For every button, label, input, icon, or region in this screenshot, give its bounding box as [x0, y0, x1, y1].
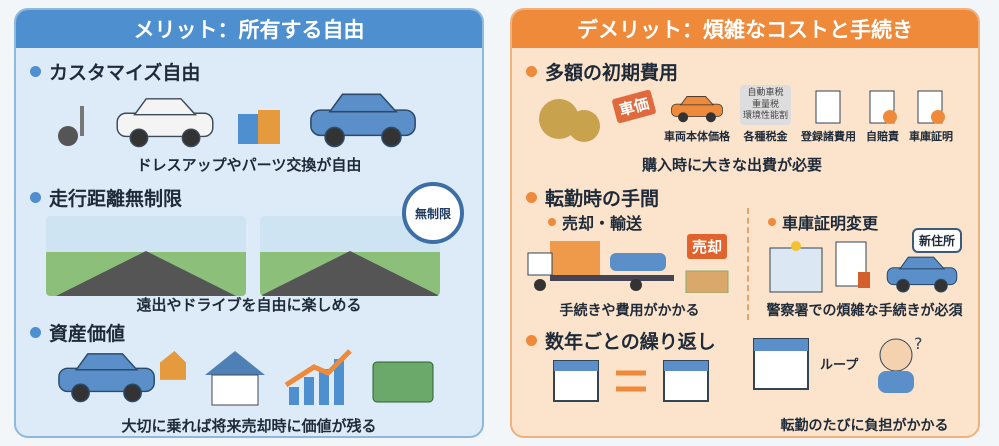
bullet-icon: [30, 327, 41, 338]
cost-item-label: 登録諸費用: [801, 130, 857, 143]
demerit-panel: デメリット：煩雑なコストと手続き 多額の初期費用 車価 車両本体価格 自動車税重…: [510, 8, 980, 438]
car-location-icon: [886, 256, 958, 293]
section-heading: 転勤時の手間: [545, 188, 660, 210]
section-heading: カスタマイズ自由: [49, 62, 201, 84]
section-heading: 走行距離無制限: [49, 188, 183, 210]
section-caption: 転勤のたびに負担がかかる: [780, 418, 949, 434]
worried-person-icon: ?: [878, 334, 923, 393]
asset-section: 資産価値 大切に乗れば将来売却時に価値が残る: [16, 315, 482, 436]
sale-sign: 売却: [686, 234, 727, 259]
bullet-icon: [526, 192, 537, 203]
dashed-divider: [747, 208, 749, 320]
cost-item-label: 車両本体価格: [664, 130, 731, 143]
calendar-icon: [553, 360, 599, 402]
section-caption: ドレスアップやパーツ交換が自由: [136, 156, 362, 174]
document-check-icon: [869, 90, 897, 124]
subheading: 売却・輸送: [562, 214, 643, 233]
repeat-section: 数年ごとの繰り返し ループ ? 転勤のたびに負担がかかる: [512, 323, 978, 436]
customize-section: カスタマイズ自由 ドレスアップやパーツ交換が自由: [16, 48, 482, 178]
police-station-icon: [769, 241, 823, 293]
tools-icon: [58, 106, 84, 146]
section-caption: 警察署での煩雑な手続きが必須: [766, 303, 963, 319]
bullet-icon: [30, 192, 41, 203]
mileage-section: 走行距離無制限 無制限 遠出やドライブを自由に楽しめる: [16, 178, 482, 314]
cost-item-label: 車庫証明: [909, 130, 954, 143]
section-heading: 数年ごとの繰り返し: [545, 331, 716, 353]
bullet-icon: [526, 335, 537, 346]
section-caption: 手続きや費用がかかる: [559, 303, 700, 319]
demerit-header: デメリット：煩雑なコストと手続き: [512, 10, 978, 48]
boxes-icon: [685, 270, 729, 293]
tax-box: 自動車税重量税環境性能割: [740, 85, 792, 125]
money-stack-icon: [372, 361, 434, 403]
house-icon: [205, 351, 265, 406]
transfer-section: 転勤時の手間 売却・輸送 車庫証明変更 売却 新住所 手続きや費用がかかる 警察…: [512, 178, 978, 323]
calendar-icon: [663, 360, 709, 402]
document-pen-icon: [815, 90, 841, 124]
section-caption: 購入時に大きな出費が必要: [642, 156, 823, 174]
road-illustration: [46, 216, 246, 296]
section-caption: 遠出やドライブを自由に楽しめる: [136, 296, 362, 314]
orange-car-icon: [671, 96, 723, 123]
bullet-icon: [526, 66, 537, 77]
initial-cost-section: 多額の初期費用 車価 車両本体価格 自動車税重量税環境性能割各種税金 登録諸費用…: [512, 48, 978, 178]
paint-cans-icon: [238, 110, 280, 144]
price-tag: 車価: [611, 89, 657, 124]
car-house-icon: [58, 351, 186, 403]
section-caption: 大切に乗れば将来売却時に価値が残る: [121, 417, 377, 435]
rising-chart-icon: [284, 349, 352, 405]
truck-car-icon: [527, 241, 674, 291]
subheading: 車庫証明変更: [782, 214, 879, 233]
blue-car-icon: [310, 93, 416, 148]
svg-text:?: ?: [914, 334, 923, 353]
section-heading: 資産価値: [49, 323, 126, 345]
new-address-bubble: 新住所: [911, 228, 962, 253]
cost-item-label: 自賠責: [866, 130, 900, 143]
merit-header: メリット：所有する自由: [16, 10, 482, 48]
no-limit-badge: 無制限: [402, 182, 464, 244]
swap-arrows-icon: [616, 370, 646, 392]
merit-panel: メリット：所有する自由 カスタマイズ自由 ドレスアップやパーツ交換が自由 走行距…: [14, 8, 484, 438]
cost-item-label: 各種税金: [743, 130, 788, 143]
document-parking-icon: [917, 90, 946, 124]
document-stamp-icon: [835, 241, 870, 288]
money-bags-icon: [539, 99, 600, 142]
white-car-icon: [116, 98, 214, 148]
bullet-icon: [30, 66, 41, 77]
calendar-icon: [753, 338, 809, 390]
section-heading: 多額の初期費用: [545, 62, 679, 84]
loop-label: ループ: [820, 357, 859, 373]
